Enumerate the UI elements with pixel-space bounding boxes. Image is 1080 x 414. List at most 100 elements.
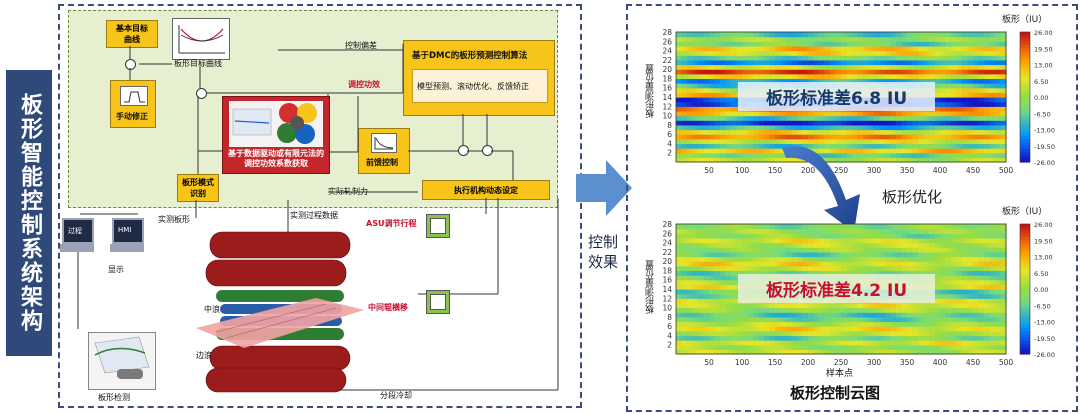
y-tick-label: 12 bbox=[662, 294, 672, 303]
heat-cell bbox=[747, 228, 754, 234]
heat-cell bbox=[940, 307, 947, 313]
heat-cell bbox=[995, 148, 1002, 154]
heat-cell bbox=[962, 138, 969, 145]
heat-cell bbox=[758, 265, 765, 272]
heat-cell bbox=[945, 256, 952, 262]
y-tick-label: 14 bbox=[662, 285, 672, 294]
heat-cell bbox=[687, 237, 694, 244]
heat-cell bbox=[687, 228, 694, 234]
heat-cell bbox=[989, 242, 996, 248]
heat-cell bbox=[725, 115, 732, 121]
heat-cell bbox=[830, 256, 837, 262]
heat-cell bbox=[681, 69, 688, 75]
heat-cell bbox=[714, 265, 721, 272]
heat-cell bbox=[786, 59, 793, 66]
heat-cell bbox=[852, 115, 859, 121]
heat-cell bbox=[978, 138, 985, 145]
heat-cell bbox=[830, 148, 837, 154]
heat-cell bbox=[714, 275, 721, 281]
asu-icon bbox=[426, 214, 450, 238]
heat-cell bbox=[676, 251, 683, 258]
heat-cell bbox=[885, 307, 892, 313]
heat-cell bbox=[846, 349, 853, 355]
heat-cell bbox=[874, 36, 881, 42]
heat-cell bbox=[956, 335, 963, 341]
heat-cell bbox=[802, 326, 809, 332]
heat-cell bbox=[709, 284, 716, 290]
heat-cell bbox=[890, 340, 897, 346]
heat-cell bbox=[879, 340, 886, 346]
heat-cell bbox=[989, 59, 996, 66]
heat-cell bbox=[835, 36, 842, 42]
y-tick-label: 12 bbox=[662, 102, 672, 111]
heat-cell bbox=[923, 335, 930, 341]
heat-cell bbox=[736, 224, 743, 230]
heat-cell bbox=[775, 124, 782, 131]
heat-cell bbox=[984, 326, 991, 332]
heat-cell bbox=[819, 261, 826, 267]
heat-cell bbox=[835, 237, 842, 244]
heat-cell bbox=[956, 321, 963, 327]
heat-cell bbox=[967, 92, 974, 98]
heat-cell bbox=[885, 312, 892, 318]
heat-cell bbox=[951, 279, 958, 285]
heat-cell bbox=[907, 50, 914, 56]
heat-cell bbox=[824, 349, 831, 355]
heat-cell bbox=[786, 270, 793, 276]
heat-cell bbox=[747, 321, 754, 327]
heat-cell bbox=[753, 110, 760, 117]
heat-cell bbox=[709, 344, 716, 350]
heat-cell bbox=[758, 242, 765, 248]
heat-cell bbox=[885, 330, 892, 337]
heat-cell bbox=[747, 344, 754, 350]
heat-cell bbox=[681, 64, 688, 70]
heat-cell bbox=[868, 157, 875, 163]
heat-cell bbox=[868, 330, 875, 337]
heat-cell bbox=[676, 50, 683, 56]
heat-cell bbox=[945, 101, 952, 107]
heat-cell bbox=[786, 138, 793, 145]
heat-cell bbox=[973, 224, 980, 230]
heat-cell bbox=[951, 110, 958, 117]
heat-cell bbox=[824, 157, 831, 163]
heat-cell bbox=[709, 321, 716, 327]
heat-cell bbox=[692, 247, 699, 253]
heat-cell bbox=[962, 293, 969, 299]
heat-cell bbox=[885, 129, 892, 135]
heat-cell bbox=[731, 312, 738, 318]
heat-cell bbox=[725, 321, 732, 327]
heat-cell bbox=[775, 78, 782, 84]
heat-cell bbox=[830, 316, 837, 323]
heat-cell bbox=[978, 101, 985, 107]
heat-cell bbox=[956, 275, 963, 281]
heat-cell bbox=[967, 110, 974, 117]
heat-cell bbox=[753, 41, 760, 47]
x-tick-label: 400 bbox=[933, 358, 948, 367]
heat-cell bbox=[830, 349, 837, 355]
heat-cell bbox=[978, 293, 985, 299]
heat-cell bbox=[725, 242, 732, 248]
heat-cell bbox=[676, 129, 683, 135]
heat-cell bbox=[780, 45, 787, 52]
heat-cell bbox=[824, 45, 831, 52]
heat-cell bbox=[984, 157, 991, 163]
heat-cell bbox=[769, 120, 776, 126]
heat-cell bbox=[956, 256, 963, 262]
heat-cell bbox=[907, 129, 914, 135]
colorbar-segment bbox=[1020, 315, 1030, 319]
heat-cell bbox=[956, 138, 963, 145]
heat-cell bbox=[780, 335, 787, 341]
heat-cell bbox=[725, 275, 732, 281]
heat-cell bbox=[775, 242, 782, 248]
heat-cell bbox=[945, 233, 952, 239]
heat-cell bbox=[835, 265, 842, 272]
heat-cell bbox=[758, 41, 765, 47]
heat-cell bbox=[956, 330, 963, 337]
heat-cell bbox=[962, 261, 969, 267]
heat-cell bbox=[714, 143, 721, 149]
heat-cell bbox=[907, 335, 914, 341]
heat-cell bbox=[758, 261, 765, 267]
heat-cell bbox=[989, 120, 996, 126]
heat-cell bbox=[1000, 59, 1007, 66]
heat-cell bbox=[841, 152, 848, 158]
